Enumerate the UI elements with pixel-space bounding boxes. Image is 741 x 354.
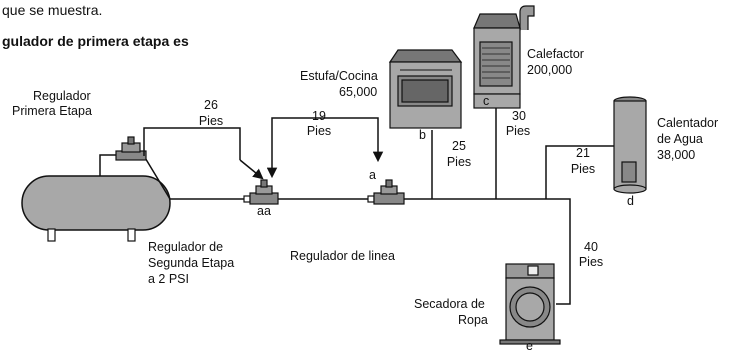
distance-30-value: 30 — [512, 109, 526, 123]
header-line-1: que se muestra. — [2, 2, 103, 18]
distance-25-value: 25 — [452, 139, 466, 153]
dryer-letter: e — [526, 339, 533, 353]
distance-19-unit: Pies — [306, 124, 332, 138]
heater-letter: c — [483, 94, 490, 108]
line-regulator-label: Regulador de linea — [290, 249, 395, 263]
first-stage-label-line-1: Regulador — [33, 89, 91, 103]
water-heater-label-line-2: de Agua — [657, 132, 703, 146]
distance-40-value: 40 — [584, 240, 598, 254]
distance-26-unit: Pies — [198, 114, 224, 128]
line-regulator — [367, 179, 405, 205]
distance-26-value: 26 — [204, 98, 218, 112]
header-line-2: gulador de primera etapa es — [2, 33, 189, 49]
line-regulator-letter: a — [369, 168, 376, 182]
first-stage-label-line-2: Primera Etapa — [12, 104, 92, 118]
gas-piping — [99, 108, 614, 305]
distance-25-unit: Pies — [446, 155, 472, 169]
distance-21-unit: Pies — [570, 162, 596, 176]
furnace-appliance — [473, 5, 535, 109]
second-stage-label-line-3: a 2 PSI — [148, 272, 189, 286]
second-stage-regulator — [243, 179, 279, 205]
stove-label-line-2: 65,000 — [339, 85, 378, 99]
stove-letter: b — [419, 128, 426, 142]
stove-label-line-1: Estufa/Cocina — [300, 69, 378, 83]
second-stage-label-line-1: Regulador de — [148, 240, 224, 254]
stove-appliance — [388, 49, 463, 129]
distance-30-unit: Pies — [505, 124, 531, 138]
heater-label-line-2: 200,000 — [527, 63, 573, 77]
distance-arrows — [239, 117, 384, 180]
second-stage-letter: aa — [257, 204, 271, 218]
dryer-label-line-1: Secadora de — [414, 297, 485, 311]
second-stage-label-line-2: Segunda Etapa — [148, 256, 235, 270]
water-heater-appliance — [613, 96, 647, 194]
dryer-appliance — [499, 263, 561, 345]
water-heater-letter: d — [627, 194, 634, 208]
distance-19-value: 19 — [312, 109, 326, 123]
water-heater-label-line-3: 38,000 — [657, 148, 696, 162]
propane-tank — [21, 175, 171, 242]
water-heater-label-line-1: Calentador — [657, 116, 719, 130]
first-stage-regulator — [115, 127, 241, 161]
heater-label-line-1: Calefactor — [527, 47, 584, 61]
distance-40-unit: Pies — [578, 255, 604, 269]
dryer-label-line-2: Ropa — [458, 313, 488, 327]
distance-21-value: 21 — [576, 146, 590, 160]
